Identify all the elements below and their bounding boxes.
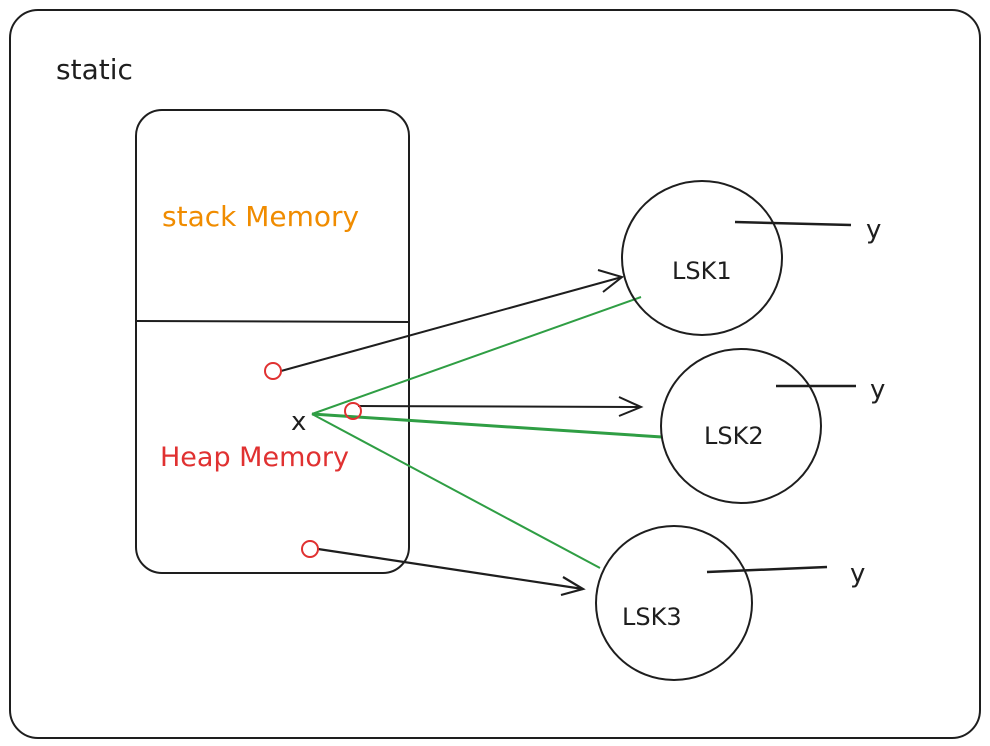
node-lsk1: LSK1 y [621, 180, 881, 336]
reference-arrow-1 [280, 269, 625, 372]
node-lsk3: LSK3 y [595, 525, 865, 681]
node-lsk1-label: LSK1 [672, 257, 732, 285]
node-lsk1-field: y [866, 215, 881, 245]
node-lsk1-circle [621, 180, 783, 336]
node-lsk1-field-line [734, 220, 852, 227]
stack-memory-label: stack Memory [162, 200, 359, 233]
ref-circle-2 [344, 402, 362, 420]
node-lsk2-circle [660, 348, 822, 504]
node-lsk3-label: LSK3 [622, 603, 682, 631]
node-lsk3-field: y [850, 559, 865, 589]
green-links [311, 296, 663, 569]
pointer-x-label: x [291, 407, 306, 437]
link-x-lsk1 [311, 296, 642, 415]
node-lsk2-field: y [870, 375, 885, 405]
static-label: static [56, 53, 133, 86]
reference-arrow-2 [357, 396, 644, 417]
ref-circle-3 [301, 540, 319, 558]
node-lsk2-label: LSK2 [704, 422, 764, 450]
memory-divider [135, 320, 410, 323]
static-frame [9, 9, 981, 739]
node-lsk3-field-line [706, 565, 828, 574]
node-lsk3-circle [595, 525, 753, 681]
node-lsk2: LSK2 y [660, 348, 885, 504]
link-x-lsk2 [311, 412, 663, 439]
ref-circle-1 [264, 362, 282, 380]
link-x-lsk3 [311, 413, 601, 569]
heap-memory-label: Heap Memory [160, 442, 349, 473]
memory-box [135, 109, 410, 574]
reference-arrow-3 [317, 547, 586, 597]
